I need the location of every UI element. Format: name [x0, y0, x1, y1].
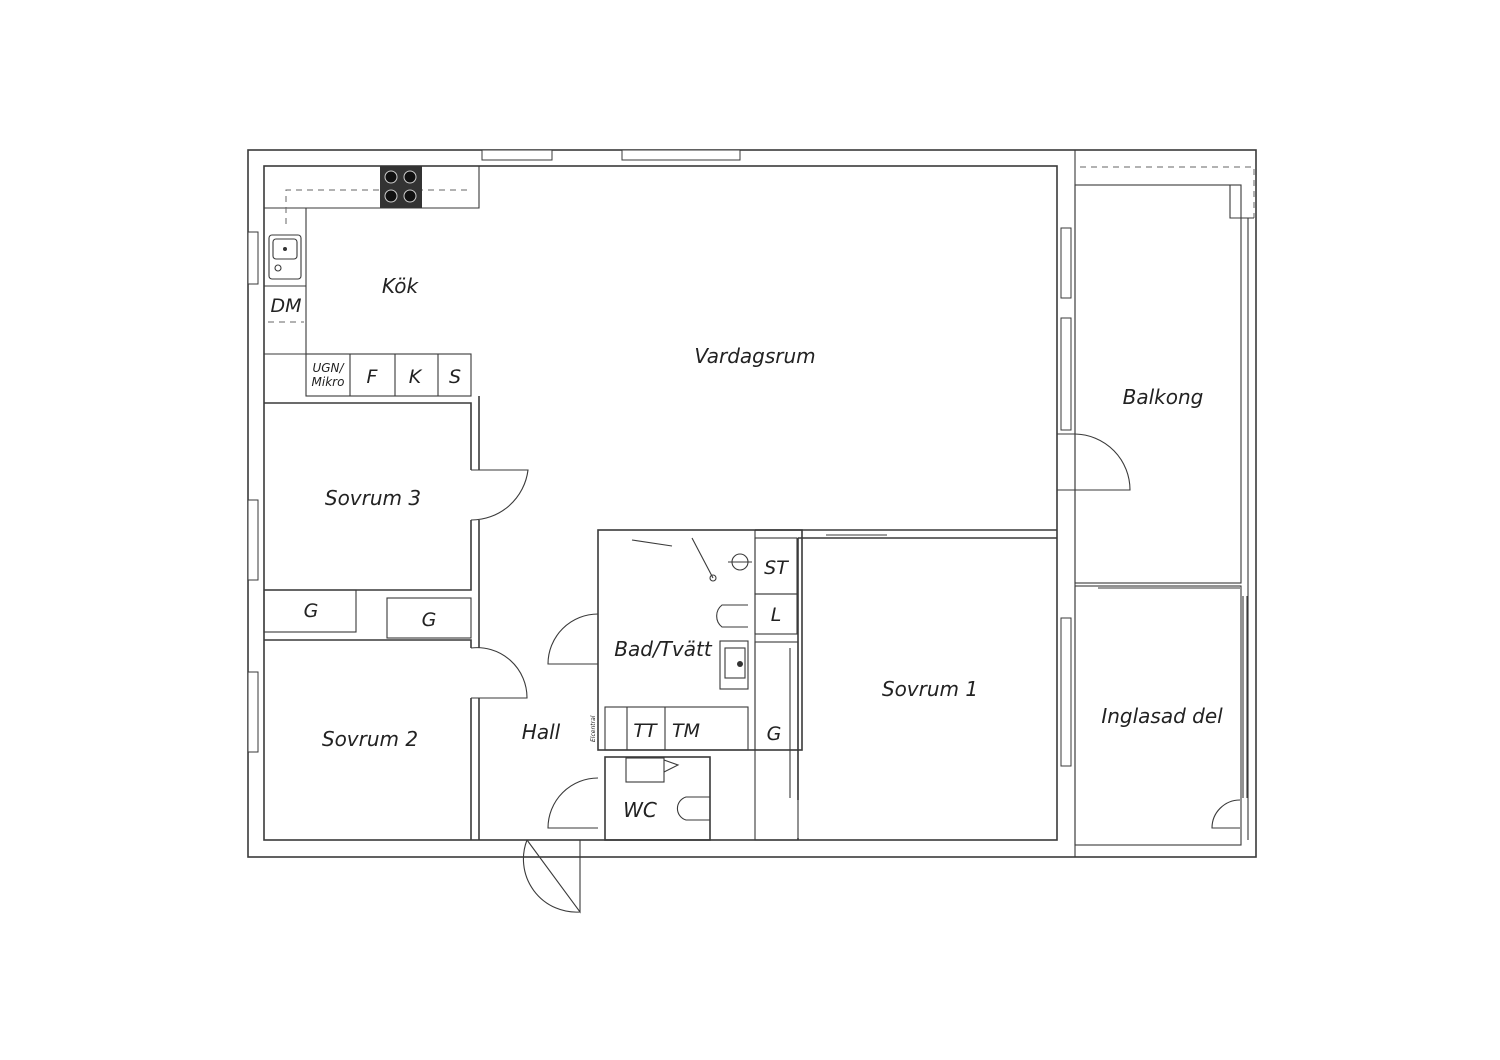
door-sovrum2	[470, 647, 528, 699]
window-right-1	[1060, 227, 1072, 299]
fixture-label-g-sov1: G	[767, 723, 782, 745]
fixture-label-elcentral: Elcentral	[590, 715, 597, 742]
sovrum2-walls	[264, 639, 472, 840]
window-right-sovrum1	[1060, 617, 1072, 767]
window-top-1	[481, 149, 553, 161]
fixture-label-k: K	[409, 366, 423, 388]
room-label-wc: WC	[623, 798, 657, 822]
bath-toilet-icon	[716, 604, 748, 628]
wc-walls	[604, 756, 711, 841]
wc-toilet-icon	[676, 796, 710, 821]
wardrobe-2	[386, 597, 472, 639]
room-label-vardagsrum: Vardagsrum	[694, 344, 815, 368]
glazed-area-outline	[1074, 585, 1242, 846]
fixture-label-st: ST	[764, 557, 789, 579]
window-left-kitchen	[247, 231, 259, 285]
window-left-sovrum3	[247, 499, 259, 581]
bath-door	[547, 613, 599, 665]
room-label-bad: Bad/Tvätt	[614, 637, 713, 661]
room-label-sovrum2: Sovrum 2	[322, 727, 418, 751]
kitchen-sink-icon	[268, 234, 302, 280]
room-label-sovrum1: Sovrum 1	[882, 677, 978, 701]
fixture-label-g-right: G	[422, 609, 437, 631]
bath-basin-icon	[719, 640, 749, 690]
entrance-door	[526, 839, 581, 914]
kitchen-counter	[264, 166, 480, 209]
appliance-row	[305, 353, 472, 397]
fixture-label-mikro: Mikro	[312, 375, 345, 389]
room-label-kok: Kök	[382, 274, 420, 298]
door-sovrum3	[470, 469, 529, 521]
wc-basin-icon	[625, 757, 665, 783]
room-label-balkong: Balkong	[1123, 385, 1204, 409]
fixture-label-tm: TM	[672, 720, 700, 742]
fixture-label-tt: TT	[633, 720, 658, 742]
window-left-sovrum2	[247, 671, 259, 753]
room-label-inglasad: Inglasad del	[1101, 704, 1223, 728]
stove-icon	[380, 166, 422, 208]
window-top-2	[621, 149, 741, 161]
fixture-label-g-left: G	[304, 600, 319, 622]
laundry-counter	[604, 706, 749, 751]
window-right-2	[1060, 317, 1072, 431]
fixture-label-f: F	[367, 366, 379, 388]
balcony-door	[1057, 433, 1131, 491]
fixture-label-dm: DM	[270, 295, 301, 317]
room-label-hall: Hall	[522, 720, 561, 744]
fixture-label-l: L	[771, 604, 782, 626]
fixture-label-s: S	[449, 366, 461, 388]
fixture-label-ugn: UGN/	[312, 361, 345, 375]
balcony-outline	[1074, 184, 1242, 584]
wardrobe-1	[263, 589, 357, 633]
glazed-door	[1211, 799, 1241, 829]
wc-door	[547, 777, 599, 829]
room-label-sovrum3: Sovrum 3	[325, 486, 421, 510]
